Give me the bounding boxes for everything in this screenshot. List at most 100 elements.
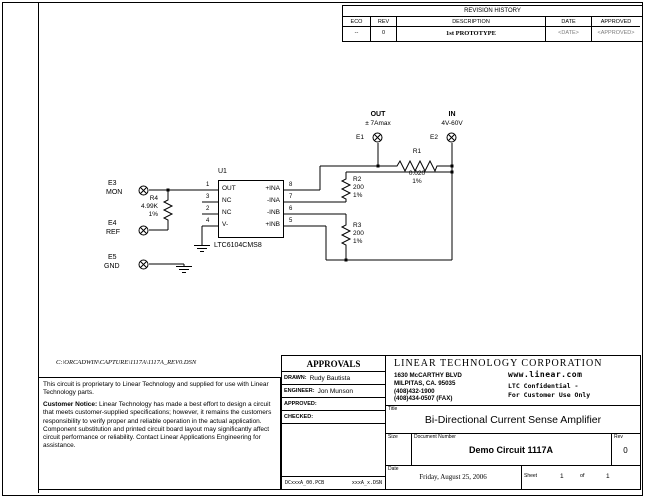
address-line-1: 1630 McCARTHY BLVD — [394, 372, 462, 379]
approvals-row-approved: APPROVED: — [282, 398, 385, 411]
notice-intro: This circuit is proprietary to Linear Te… — [43, 381, 269, 397]
approvals-block: APPROVALS DRAWN: Rudy Bautista ENGINEER:… — [281, 355, 386, 490]
u1-pin-number: 2 — [206, 206, 210, 212]
net-label-mon: MON — [106, 189, 123, 196]
net-label-out: OUT — [370, 111, 386, 118]
rev-cell: Rev 0 — [612, 434, 640, 465]
sheet-of-label: of — [580, 473, 585, 479]
u1-pin-name-nc: NC — [222, 197, 232, 204]
date-value: Friday, August 25, 2006 — [419, 473, 487, 481]
r1-tolerance: 1% — [412, 178, 422, 185]
approvals-row-drawn: DRAWN: Rudy Bautista — [282, 372, 385, 385]
document-number-value: Demo Circuit 1117A — [468, 445, 554, 455]
r3-value: 200 — [353, 230, 364, 237]
e1-rating: ± 7Amax — [365, 120, 391, 127]
r2-refdes: R2 — [353, 176, 362, 183]
page-border — [2, 2, 643, 496]
revision-history-table: REVISION HISTORY ECO REV DESCRIPTION DAT… — [342, 5, 643, 42]
pcb-file: DCxxxA_00.PCB — [285, 480, 325, 486]
phone-line-1: (408)432-1900 — [394, 387, 435, 395]
confidential-line-1: LTC Confidential - — [508, 382, 579, 390]
rev-col-rev: REV — [371, 17, 397, 27]
u1-pin-number: 6 — [289, 206, 293, 212]
e5-refdes: E5 — [108, 254, 117, 261]
u1-pin-number: 4 — [206, 218, 210, 224]
resistor-r1-icon[interactable] — [394, 160, 440, 172]
r3-refdes: R3 — [353, 222, 362, 229]
rev-value: 0 — [623, 446, 628, 455]
r4-refdes: R4 — [149, 195, 158, 202]
revision-history-title: REVISION HISTORY — [343, 6, 642, 17]
rev-label: Rev — [614, 434, 623, 440]
design-file-path: C:\ORCADWIN\CAPTURE\1117A\1117A_REV0.DSN — [56, 359, 197, 366]
rev-col-approved: APPROVED — [592, 17, 640, 27]
u1-pin-number: 7 — [289, 194, 293, 200]
e3-refdes: E3 — [108, 180, 117, 187]
rev-date-value: <DATE> — [546, 27, 592, 41]
size-label: Size — [388, 434, 398, 440]
dsn-file: xxxA_x.DSN — [351, 480, 382, 486]
terminal-e1-icon[interactable] — [372, 132, 383, 143]
u1-part-number: LTC6104CMS8 — [214, 242, 262, 249]
checked-label: CHECKED: — [284, 414, 314, 420]
title-block: LINEAR TECHNOLOGY CORPORATION 1630 McCAR… — [385, 355, 641, 490]
ground-icon — [176, 266, 192, 273]
document-number-cell: Document Number Demo Circuit 1117A — [412, 434, 612, 465]
rev-col-date: DATE — [546, 17, 592, 27]
r2-tolerance: 1% — [353, 192, 363, 199]
left-margin-line — [38, 3, 39, 493]
drawn-value: Rudy Bautista — [309, 374, 351, 382]
size-cell: Size — [386, 434, 412, 465]
sheet-number: 1 — [560, 473, 564, 480]
sheet-label: Sheet — [524, 473, 538, 479]
terminal-e3-icon[interactable] — [138, 185, 149, 196]
r1-value: 0.020 — [408, 170, 426, 177]
schematic-title: Bi-Directional Current Sense Amplifier — [424, 414, 602, 426]
r4-value: 4.99K — [141, 203, 158, 210]
approvals-footer: DCxxxA_00.PCB xxxA_x.DSN — [282, 476, 385, 489]
terminal-e4-icon[interactable] — [138, 225, 149, 236]
u1-body[interactable] — [218, 180, 284, 238]
net-label-in: IN — [448, 111, 456, 118]
u1-pin-name-vminus: V- — [222, 221, 229, 228]
terminal-e5-icon[interactable] — [138, 259, 149, 270]
r2-value: 200 — [353, 184, 364, 191]
u1-pin-name-inb-minus: -INB — [267, 209, 280, 216]
u1-pin-number: 1 — [206, 182, 210, 188]
approvals-row-checked: CHECKED: — [282, 411, 385, 424]
e1-refdes: E1 — [356, 134, 364, 141]
engineer-value: Jon Munson — [317, 387, 353, 395]
approvals-title: APPROVALS — [282, 356, 385, 372]
engineer-label: ENGINEER: — [284, 388, 315, 394]
company-web-block: www.linear.com LTC Confidential - For Cu… — [508, 370, 590, 399]
drawn-label: DRAWN: — [284, 375, 307, 381]
e2-rating: 4V-60V — [441, 120, 463, 127]
u1-pin-name-nc: NC — [222, 209, 232, 216]
notice-text: Linear Technology has made a best effort… — [43, 401, 272, 449]
rev-col-eco: ECO — [343, 17, 371, 27]
sheet-cell: Sheet 1 of 1 — [522, 466, 640, 489]
r1-refdes: R1 — [412, 148, 422, 155]
website-link[interactable]: www.linear.com — [508, 370, 583, 379]
rev-col-description: DESCRIPTION — [397, 17, 546, 27]
approvals-row-engineer: ENGINEER: Jon Munson — [282, 385, 385, 398]
date-label: Date — [388, 466, 399, 472]
document-number-label: Document Number — [414, 434, 456, 440]
u1-pin-name-inb-plus: +INB — [265, 221, 280, 228]
net-label-ref: REF — [106, 229, 120, 236]
u1-pin-name-out: OUT — [222, 185, 236, 192]
company-name: LINEAR TECHNOLOGY CORPORATION — [394, 358, 603, 369]
u1-pin-name-ina-minus: -INA — [267, 197, 280, 204]
proprietary-notice: This circuit is proprietary to Linear Te… — [38, 377, 281, 490]
company-address: 1630 McCARTHY BLVD MILPITAS, CA. 95035 (… — [394, 372, 462, 403]
ground-icon — [194, 245, 210, 252]
revision-row: -- 0 1st PROTOTYPE <DATE> <APPROVED> — [343, 27, 642, 41]
u1-pin-name-ina-plus: +INA — [265, 185, 280, 192]
u1-pin-number: 5 — [289, 218, 293, 224]
rev-rev-value: 0 — [371, 27, 397, 41]
resistor-r4-icon[interactable] — [162, 196, 174, 224]
resistor-r2-icon[interactable] — [340, 176, 352, 200]
terminal-e2-icon[interactable] — [446, 132, 457, 143]
resistor-r3-icon[interactable] — [340, 222, 352, 246]
